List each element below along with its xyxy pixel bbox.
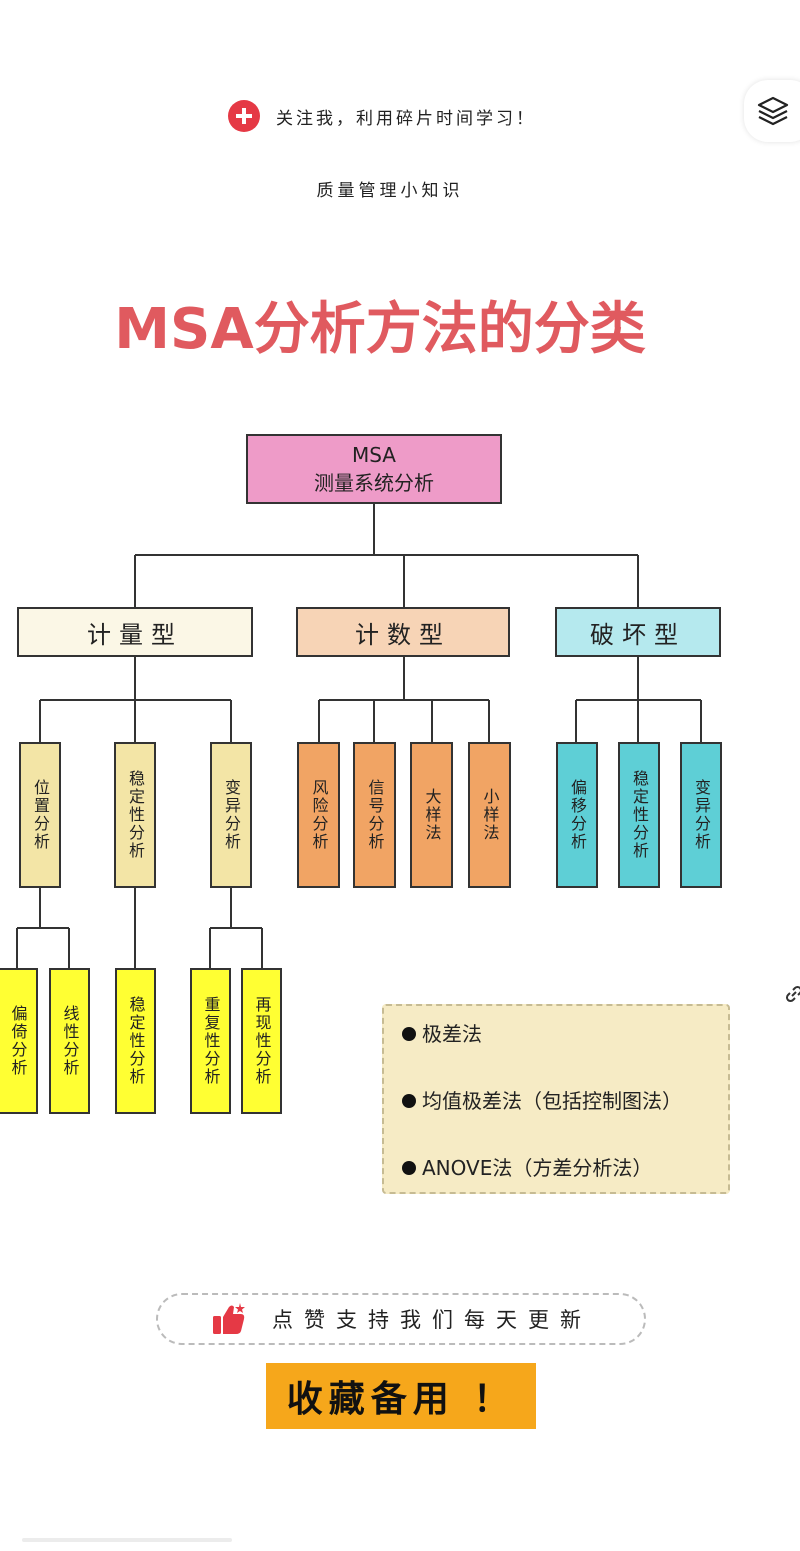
- node-small-sample: 小样法: [468, 742, 511, 888]
- node-bias-analysis: 偏倚分析: [0, 968, 38, 1114]
- link-icon[interactable]: [784, 984, 800, 1004]
- root-line2: 测量系统分析: [314, 471, 434, 495]
- node-stability-detail: 稳定性分析: [115, 968, 156, 1114]
- method-mean-range: 均值极差法（包括控制图法）: [422, 1089, 682, 1113]
- collect-banner[interactable]: 收藏备用 ！: [266, 1363, 536, 1429]
- follow-banner[interactable]: 关注我，利用碎片时间学习！: [228, 98, 536, 134]
- node-risk-analysis: 风险分析: [297, 742, 340, 888]
- bullet-icon: [402, 1027, 416, 1041]
- node-offset-analysis: 偏移分析: [556, 742, 598, 888]
- category-measurement: 计量型: [17, 607, 253, 657]
- method-anova: ANOVE法（方差分析法）: [422, 1156, 653, 1180]
- node-destructive-variation: 变异分析: [680, 742, 722, 888]
- subtitle: 质量管理小知识: [316, 181, 464, 201]
- thumbs-up-icon: [213, 1303, 245, 1334]
- node-repeatability-analysis: 重复性分析: [190, 968, 231, 1114]
- node-variation-analysis: 变异分析: [210, 742, 252, 888]
- category-destructive: 破坏型: [555, 607, 721, 657]
- node-large-sample: 大样法: [410, 742, 453, 888]
- root-line1: MSA: [351, 443, 396, 467]
- node-signal-analysis: 信号分析: [353, 742, 396, 888]
- bullet-icon: [402, 1094, 416, 1108]
- like-banner[interactable]: 点赞支持我们每天更新: [156, 1293, 646, 1345]
- method-range: 极差法: [422, 1022, 482, 1046]
- bullet-icon: [402, 1161, 416, 1175]
- follow-text: 关注我，利用碎片时间学习！: [276, 108, 536, 129]
- node-destructive-stability: 稳定性分析: [618, 742, 660, 888]
- method-item: 极差法: [400, 1020, 728, 1087]
- page-title: MSA分析方法的分类: [114, 297, 646, 362]
- method-item: ANOVE法（方差分析法）: [400, 1154, 728, 1221]
- scroll-indicator: [22, 1538, 232, 1542]
- root-node: MSA 测量系统分析: [246, 434, 502, 504]
- layers-button[interactable]: [744, 80, 800, 142]
- method-item: 均值极差法（包括控制图法）: [400, 1087, 728, 1154]
- node-position-analysis: 位置分析: [19, 742, 61, 888]
- plus-icon: [228, 100, 260, 132]
- category-attribute: 计数型: [296, 607, 510, 657]
- like-text: 点赞支持我们每天更新: [272, 1308, 592, 1332]
- methods-panel: 极差法 均值极差法（包括控制图法） ANOVE法（方差分析法）: [382, 1004, 730, 1194]
- node-linearity-analysis: 线性分析: [49, 968, 90, 1114]
- node-reproducibility-analysis: 再现性分析: [241, 968, 282, 1114]
- layers-icon: [757, 96, 789, 126]
- node-stability-analysis: 稳定性分析: [114, 742, 156, 888]
